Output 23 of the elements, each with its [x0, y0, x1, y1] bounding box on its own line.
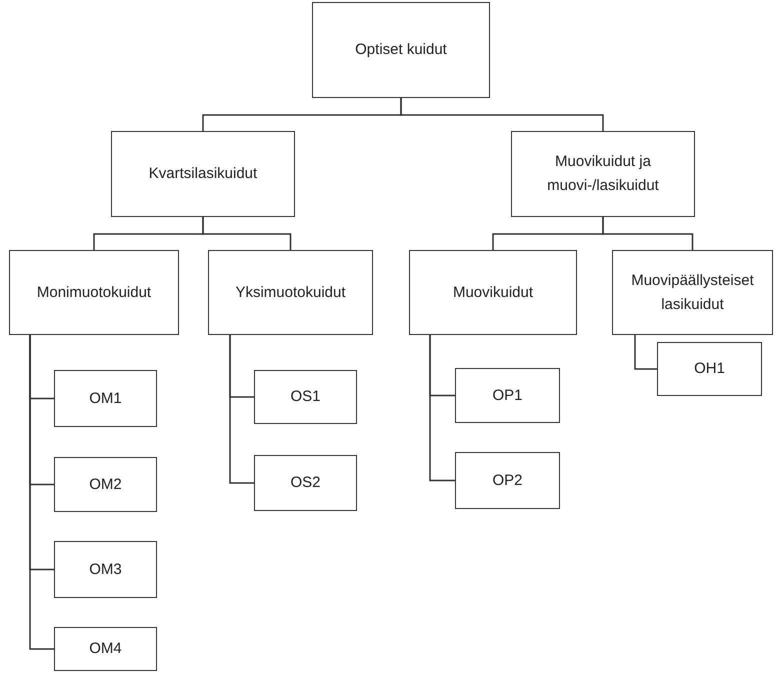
category-box: OS2 — [254, 455, 357, 511]
category-box: Muovikuidut ja muovi-/lasikuidut — [511, 131, 695, 217]
category-box: Optiset kuidut — [312, 2, 490, 98]
category-box: Kvartsilasikuidut — [111, 131, 295, 217]
category-box: Yksimuotokuidut — [208, 250, 373, 335]
category-box: OM1 — [54, 370, 157, 427]
category-box: Monimuotokuidut — [9, 250, 179, 335]
connector-line — [29, 335, 54, 650]
connector-line — [602, 217, 694, 250]
connector-line — [634, 335, 657, 370]
category-box: OP1 — [455, 368, 560, 423]
connector-line — [400, 98, 604, 131]
connector-line — [229, 335, 254, 484]
category-box: Muovipäällysteiset lasikuidut — [612, 250, 773, 335]
category-box: OM4 — [54, 627, 157, 671]
category-box: OS1 — [254, 370, 357, 424]
connector-line — [202, 217, 292, 250]
category-box: OH1 — [657, 342, 762, 396]
category-box: OM3 — [54, 541, 157, 598]
category-box: OP2 — [455, 452, 560, 509]
connector-line — [429, 335, 455, 482]
category-box: OM2 — [54, 457, 157, 512]
category-box: Muovikuidut — [409, 250, 577, 335]
